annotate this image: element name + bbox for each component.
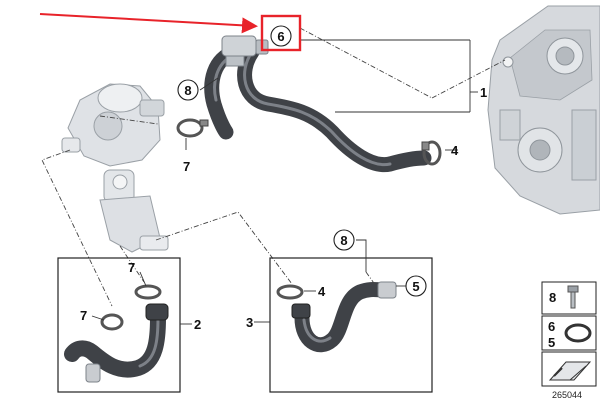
leader-8-top xyxy=(199,77,219,91)
parts-legend: 8 6 5 265044 xyxy=(541,281,597,400)
svg-text:6: 6 xyxy=(277,29,284,44)
leader-to-box3-dash xyxy=(155,211,293,285)
leader-8-box-dash xyxy=(365,271,377,287)
coolant-hose-2 xyxy=(64,303,169,383)
callout-8-top: 8 xyxy=(177,79,199,101)
callout-1: 1 xyxy=(480,85,487,100)
hose-clamp-upper-left xyxy=(176,118,209,138)
leader-6-dash xyxy=(299,27,433,99)
legend-ring-label-6: 6 xyxy=(548,319,555,334)
callout-6-top: 6 xyxy=(270,25,292,47)
engine-block xyxy=(487,5,600,215)
coolant-hose-upper xyxy=(204,44,432,173)
callout-3: 3 xyxy=(246,315,253,330)
leader-engine-dash xyxy=(431,59,506,99)
svg-text:5: 5 xyxy=(412,279,419,294)
callout-7-box-left: 7 xyxy=(80,308,87,323)
detail-box-2 xyxy=(57,257,181,393)
red-pointer-arrow xyxy=(39,13,258,34)
leader-8-box xyxy=(356,239,367,272)
document-number: 265044 xyxy=(552,390,582,400)
hose-clamp-right xyxy=(421,140,442,166)
highlight-box xyxy=(260,14,302,52)
callout-4-top: 4 xyxy=(451,143,459,158)
svg-text:8: 8 xyxy=(184,83,191,98)
callout-4-box: 4 xyxy=(318,284,326,299)
thermostat-housing xyxy=(99,169,169,253)
callout-8-box: 8 xyxy=(333,229,355,251)
svg-text:8: 8 xyxy=(340,233,347,248)
leader-pump-dash xyxy=(41,149,113,307)
coolant-hose-3 xyxy=(291,281,397,353)
callout-7-box-top: 7 xyxy=(128,260,135,275)
callout-5-box: 5 xyxy=(405,275,427,297)
gasket-icon xyxy=(548,361,592,381)
detail-box-3 xyxy=(269,257,433,393)
leader-7-box-left xyxy=(91,315,105,321)
hose-clamp-box2-left xyxy=(100,313,124,331)
water-pump xyxy=(61,83,165,167)
legend-ring-label-5: 5 xyxy=(548,335,555,350)
hose-connector xyxy=(221,35,269,67)
callout-7-upper: 7 xyxy=(183,159,190,174)
leader-thermostat-dash xyxy=(119,245,145,283)
o-ring-icon xyxy=(564,323,592,343)
callout-2: 2 xyxy=(194,317,201,332)
hose-clamp-box3 xyxy=(276,284,304,300)
legend-bolt-label: 8 xyxy=(549,290,556,305)
leader-7-box-top xyxy=(139,271,147,287)
bolt-icon xyxy=(567,285,579,309)
hose-clamp-box2-top xyxy=(134,284,162,300)
